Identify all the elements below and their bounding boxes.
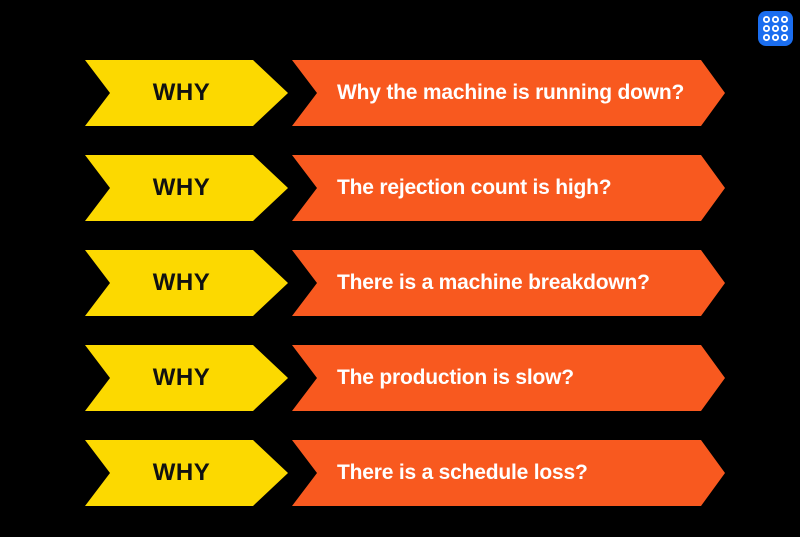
- why-label-arrow: WHY: [85, 345, 288, 411]
- why-row-4: WHY The production is slow?: [85, 345, 725, 411]
- why-row-3: WHY There is a machine breakdown?: [85, 250, 725, 316]
- question-arrow: The rejection count is high?: [292, 155, 725, 221]
- apps-grid-icon: [758, 11, 793, 46]
- why-label-arrow: WHY: [85, 250, 288, 316]
- question-text: Why the machine is running down?: [337, 81, 685, 104]
- why-label-arrow: WHY: [85, 440, 288, 506]
- why-label: WHY: [152, 364, 211, 391]
- apps-grid-button[interactable]: [758, 11, 793, 46]
- why-label: WHY: [152, 174, 211, 201]
- why-label-arrow: WHY: [85, 60, 288, 126]
- question-text: The rejection count is high?: [337, 176, 612, 199]
- question-arrow: The production is slow?: [292, 345, 725, 411]
- why-label: WHY: [152, 459, 211, 486]
- question-text: There is a machine breakdown?: [337, 271, 650, 294]
- question-text: There is a schedule loss?: [337, 461, 588, 484]
- why-label: WHY: [152, 269, 211, 296]
- why-label-arrow: WHY: [85, 155, 288, 221]
- why-row-1: WHY Why the machine is running down?: [85, 60, 725, 126]
- question-arrow: Why the machine is running down?: [292, 60, 725, 126]
- why-label: WHY: [152, 79, 211, 106]
- why-row-5: WHY There is a schedule loss?: [85, 440, 725, 506]
- question-text: The production is slow?: [337, 366, 574, 389]
- five-whys-diagram: WHY Why the machine is running down? WHY…: [85, 60, 725, 506]
- question-arrow: There is a schedule loss?: [292, 440, 725, 506]
- why-row-2: WHY The rejection count is high?: [85, 155, 725, 221]
- question-arrow: There is a machine breakdown?: [292, 250, 725, 316]
